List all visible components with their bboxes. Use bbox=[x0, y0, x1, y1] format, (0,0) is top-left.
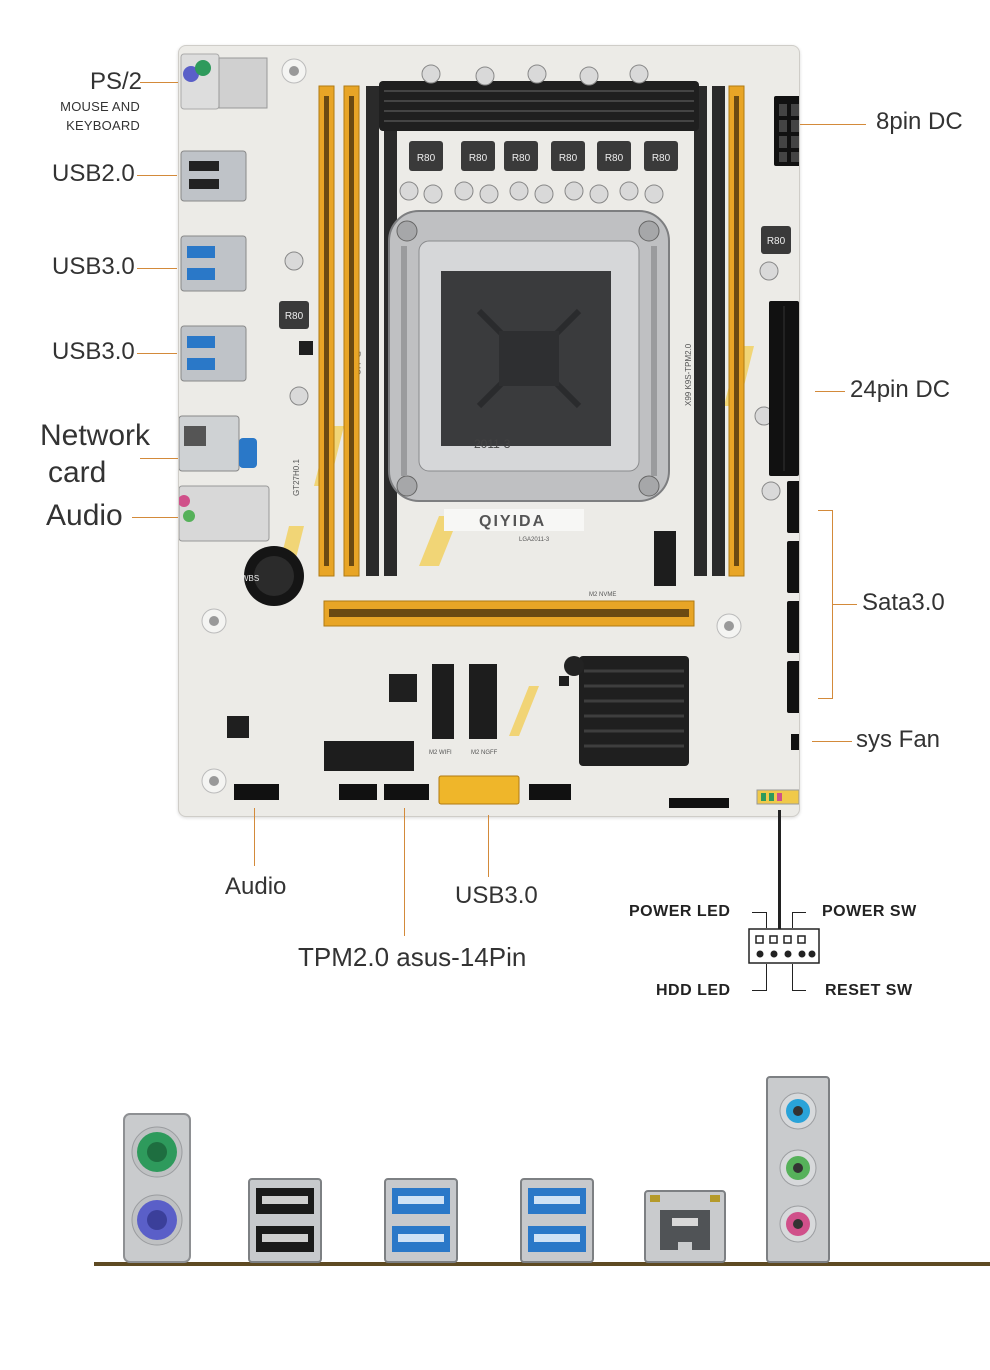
sata-ports bbox=[787, 481, 799, 713]
leader-usb30-b bbox=[137, 353, 177, 354]
inductor-label: R80 bbox=[469, 153, 488, 164]
socket-label: 2011-3 bbox=[474, 437, 511, 451]
inductor-label: R80 bbox=[559, 153, 578, 164]
pcie-x1-slot bbox=[324, 741, 414, 771]
front-panel-cable bbox=[778, 810, 781, 930]
vrm-heatsink bbox=[379, 64, 699, 131]
label-ps2: PS/2 bbox=[90, 68, 143, 95]
label-usb20: USB2.0 bbox=[52, 160, 135, 187]
8pin-connector bbox=[774, 96, 799, 166]
leader-tpm bbox=[404, 808, 405, 936]
label-tpm: TPM2.0 asus-14Pin bbox=[298, 942, 527, 972]
motherboard: RoHS GT27H0.1 bbox=[178, 45, 800, 817]
leader-network bbox=[140, 458, 178, 459]
label-network-2: card bbox=[48, 456, 107, 489]
pcie-x16-slot bbox=[323, 600, 695, 627]
rear-panel-baseline bbox=[94, 1262, 990, 1266]
ic-chips bbox=[227, 341, 569, 738]
label-audio-left: Audio bbox=[46, 499, 123, 532]
battery-label: WBS bbox=[241, 574, 259, 583]
bracket-hdd-led-v bbox=[766, 964, 767, 991]
brand-logo: QIYIDA LGA2011-3 bbox=[444, 509, 584, 543]
front-panel-header bbox=[756, 789, 799, 805]
inductor-label: R80 bbox=[605, 153, 624, 164]
leader-sysfan bbox=[812, 741, 852, 742]
m2-nvme-slot bbox=[654, 531, 676, 586]
leader-audio-left bbox=[132, 517, 178, 518]
label-hdd-led: HDD LED bbox=[656, 982, 731, 999]
label-power-led: POWER LED bbox=[629, 903, 731, 920]
audio-jack-stack bbox=[766, 1076, 830, 1263]
motherboard-drawing: RoHS GT27H0.1 bbox=[179, 53, 799, 808]
24pin-connector bbox=[769, 301, 799, 476]
leader-sata-bottom bbox=[818, 698, 833, 699]
m2-slots: M2 WIFI M2 NGFF bbox=[429, 664, 498, 756]
sys-fan-header bbox=[791, 734, 799, 750]
usb30-port-stack-1 bbox=[384, 1178, 458, 1263]
ethernet-port bbox=[644, 1190, 726, 1263]
inductor-label: R80 bbox=[652, 153, 671, 164]
inductor-label: R80 bbox=[417, 153, 436, 164]
rear-io-ports bbox=[179, 53, 270, 542]
label-usb30-b: USB3.0 bbox=[52, 338, 135, 365]
lga-label: LGA2011-3 bbox=[519, 537, 550, 543]
inductors: R80 R80 R80 R80 R80 R80 R80 R80 bbox=[279, 141, 791, 501]
memory-slots-right bbox=[694, 85, 745, 577]
bottom-headers bbox=[234, 784, 729, 808]
front-panel-pinout bbox=[748, 928, 820, 964]
bracket-hdd-led-h bbox=[752, 990, 766, 991]
cpu-socket: 2011-3 bbox=[388, 210, 670, 502]
leader-usb30-bottom bbox=[488, 815, 489, 877]
label-ps2-sub1: MOUSE AND bbox=[60, 99, 140, 114]
bracket-power-led-h bbox=[752, 912, 766, 913]
m2-ngff-label: M2 NGFF bbox=[471, 750, 498, 756]
label-network-1: Network bbox=[40, 419, 151, 452]
leader-audio-bottom bbox=[254, 808, 255, 866]
memory-slots-left bbox=[318, 85, 397, 577]
label-usb30-a: USB3.0 bbox=[52, 253, 135, 280]
leader-24pin bbox=[815, 391, 845, 392]
model-text: X99 K9S-TPM2.0 bbox=[684, 343, 693, 406]
leader-usb30-a bbox=[137, 268, 177, 269]
m2-nvme-label: M2 NVME bbox=[589, 592, 616, 598]
label-reset-sw: RESET SW bbox=[825, 982, 913, 999]
leader-sata-mid bbox=[832, 604, 857, 605]
bracket-power-led-v bbox=[766, 912, 767, 928]
leader-usb20 bbox=[137, 175, 177, 176]
revision-mark: GT27H0.1 bbox=[292, 459, 301, 496]
label-power-sw: POWER SW bbox=[822, 903, 917, 920]
bracket-power-sw-h bbox=[792, 912, 806, 913]
label-sata: Sata3.0 bbox=[862, 589, 945, 616]
chipset-heatsink bbox=[564, 656, 689, 766]
bracket-reset-sw-h bbox=[792, 990, 806, 991]
m2-wifi-label: M2 WIFI bbox=[429, 750, 452, 756]
label-usb30-bottom: USB3.0 bbox=[455, 882, 538, 909]
leader-8pin bbox=[800, 124, 866, 125]
usb30-port-stack-2 bbox=[520, 1178, 594, 1263]
inductor-label: R80 bbox=[512, 153, 531, 164]
usb20-port-stack bbox=[248, 1178, 322, 1263]
label-audio-bottom: Audio bbox=[225, 873, 287, 900]
inductor-label: R80 bbox=[767, 236, 786, 247]
label-sysfan: sys Fan bbox=[856, 726, 941, 753]
ps2-port-group bbox=[122, 1112, 192, 1264]
brand-name: QIYIDA bbox=[479, 513, 546, 530]
inductor-label: R80 bbox=[285, 311, 304, 322]
leader-sata-top bbox=[818, 510, 833, 511]
label-24pin: 24pin DC bbox=[850, 376, 951, 403]
leader-ps2 bbox=[140, 82, 178, 83]
label-8pin: 8pin DC bbox=[876, 108, 963, 135]
label-ps2-sub2: KEYBOARD bbox=[66, 118, 140, 133]
cmos-battery: WBS bbox=[241, 546, 304, 606]
bracket-power-sw-v bbox=[792, 912, 793, 928]
bracket-reset-sw-v bbox=[792, 964, 793, 991]
usb3-front-header bbox=[438, 775, 520, 805]
